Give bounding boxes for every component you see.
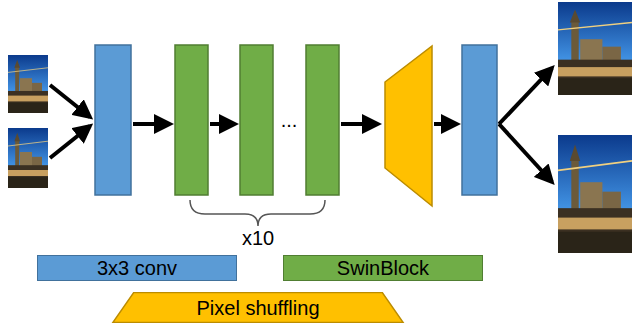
legend-swatch: SwinBlock bbox=[283, 255, 483, 281]
input-image bbox=[8, 55, 48, 113]
legend-swatch: Pixel shuffling bbox=[110, 292, 406, 323]
conv-block bbox=[462, 45, 497, 195]
repeat-brace bbox=[190, 200, 325, 226]
legend-text: 3x3 conv bbox=[97, 257, 177, 279]
legend-swatch: 3x3 conv bbox=[37, 255, 237, 281]
legend-text: Pixel shuffling bbox=[196, 297, 319, 319]
output-image bbox=[558, 2, 632, 95]
output-image bbox=[558, 135, 632, 253]
repeat-count: x10 bbox=[242, 227, 274, 249]
ellipsis-label: ... bbox=[281, 109, 298, 131]
swin-block bbox=[240, 45, 273, 195]
conv-block bbox=[95, 45, 131, 195]
legend-text: SwinBlock bbox=[337, 257, 429, 279]
pixel-shuffle-block bbox=[385, 46, 432, 206]
input-image bbox=[8, 128, 48, 188]
swin-block bbox=[175, 45, 208, 195]
legend-trapezoid-shape bbox=[113, 293, 403, 323]
swin-block bbox=[306, 45, 339, 195]
